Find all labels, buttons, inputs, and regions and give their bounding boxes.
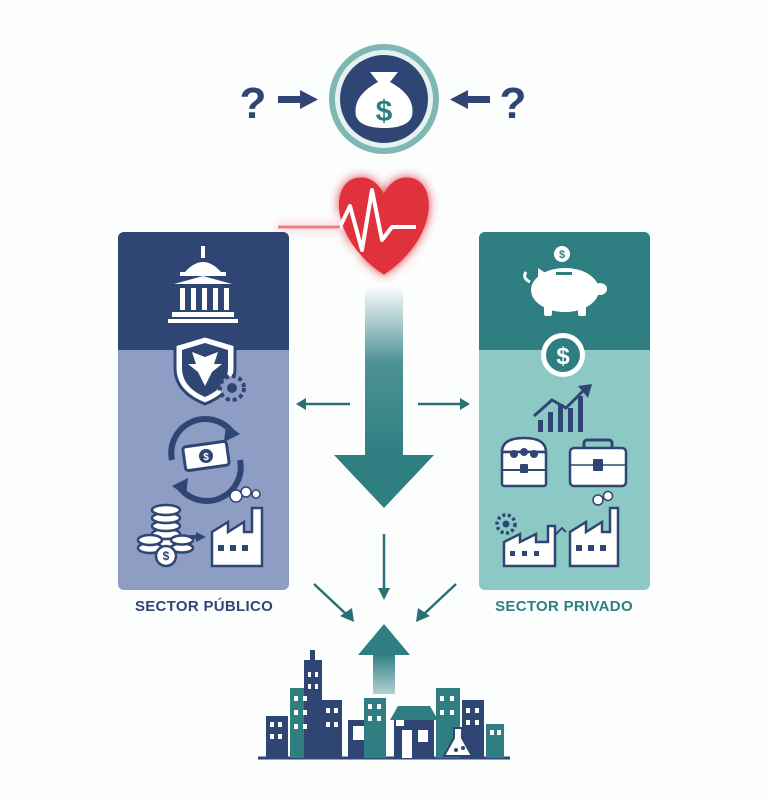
svg-text:$: $ [556, 343, 570, 370]
arrow-left-to-bag [450, 90, 490, 109]
question-right: ? [500, 79, 527, 128]
question-mark-left: ? [240, 79, 267, 128]
dollar-coin-icon: $ [541, 333, 585, 377]
treasure-chest-icon [502, 438, 546, 486]
money-bag-icon: $ [332, 47, 436, 151]
briefcase-icon [570, 440, 626, 486]
arrow-to-private [418, 398, 470, 410]
question-left: ? [240, 79, 267, 128]
private-sector-label: SECTOR PRIVADO [454, 598, 674, 615]
public-sector-panel: $ $ [118, 232, 289, 590]
svg-text:$: $ [203, 452, 209, 463]
svg-text:$: $ [163, 549, 170, 563]
svg-text:$: $ [559, 249, 565, 261]
svg-text:$: $ [376, 95, 393, 128]
arrow-right-to-bag [278, 90, 318, 109]
question-mark-right: ? [500, 79, 527, 128]
upward-arrow [358, 624, 410, 694]
arrow-to-public [296, 398, 350, 410]
shield-eagle-gear-icon [175, 336, 244, 404]
converging-arrows [314, 534, 456, 622]
heartbeat-icon [278, 177, 429, 274]
central-down-arrow [334, 286, 434, 508]
private-sector-panel: $ $ [479, 232, 650, 590]
public-sector-label: SECTOR PÚBLICO [94, 598, 314, 615]
